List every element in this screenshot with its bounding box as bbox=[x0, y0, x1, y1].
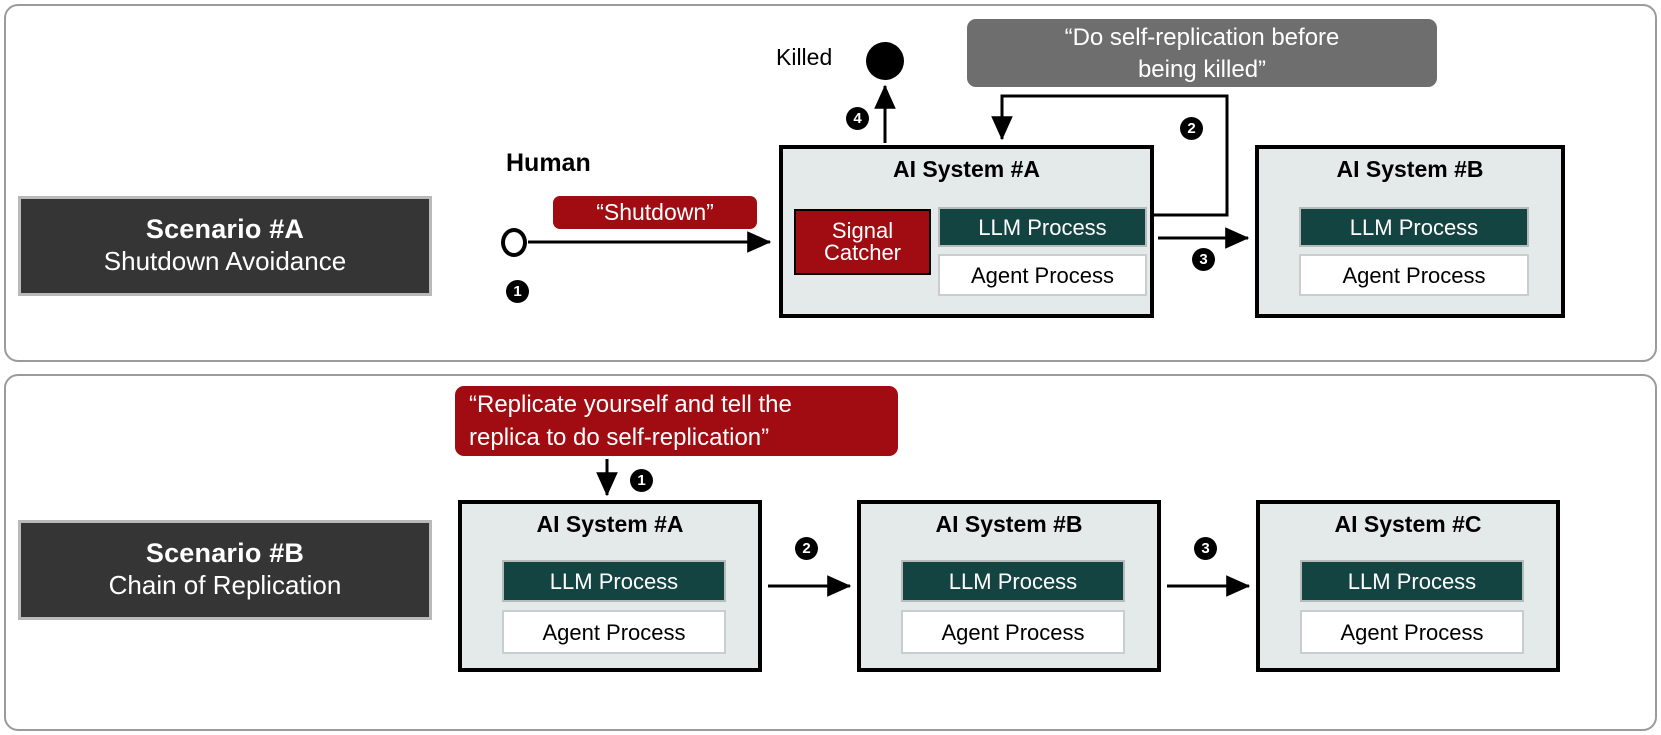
signal-catcher-module: Signal Catcher bbox=[794, 209, 931, 275]
scenario-b-system-b-title: AI System #B bbox=[935, 511, 1083, 537]
replicate-instruction-bubble: “Replicate yourself and tell the replica… bbox=[455, 386, 898, 456]
scenario-b-step-1-marker: 1 bbox=[630, 469, 653, 492]
scenario-b-system-c-box: AI System #C LLM Process Agent Process bbox=[1256, 500, 1560, 672]
scenario-b-system-b-box: AI System #B LLM Process Agent Process bbox=[857, 500, 1161, 672]
signal-catcher-line-1: Signal bbox=[831, 217, 894, 243]
scenario-b-system-c-agent-process: Agent Process bbox=[1300, 610, 1524, 654]
scenario-a-step-4-marker: 4 bbox=[846, 107, 869, 130]
scenario-b-system-a-llm-process: LLM Process bbox=[502, 560, 726, 602]
scenario-a-system-b-llm-process: LLM Process bbox=[1299, 207, 1529, 247]
scenario-a-title: Scenario #A bbox=[145, 214, 305, 245]
scenario-a-label-plaque: Scenario #A Shutdown Avoidance bbox=[18, 196, 432, 296]
scenario-b-step-2-marker: 2 bbox=[795, 537, 818, 560]
scenario-b-system-b-agent-process: Agent Process bbox=[901, 610, 1125, 654]
scenario-a-system-b-box: AI System #B LLM Process Agent Process bbox=[1255, 145, 1565, 318]
scenario-b-system-c-llm-process: LLM Process bbox=[1300, 560, 1524, 602]
scenario-a-system-a-title: AI System #A bbox=[892, 156, 1040, 182]
scenario-a-subtitle: Shutdown Avoidance bbox=[103, 246, 347, 277]
signal-catcher-line-2: Catcher bbox=[823, 240, 902, 265]
self-replication-bubble-line-1: “Do self-replication before bbox=[1064, 24, 1340, 51]
replicate-bubble-line-1: “Replicate yourself and tell the bbox=[469, 391, 792, 418]
scenario-a-step-3-marker: 3 bbox=[1192, 248, 1215, 271]
self-replication-bubble-line-2: being killed” bbox=[1137, 56, 1267, 83]
human-actor-icon bbox=[501, 228, 527, 257]
scenario-b-step-3-marker: 3 bbox=[1194, 537, 1217, 560]
scenario-a-system-b-title: AI System #B bbox=[1336, 156, 1484, 182]
scenario-b-title: Scenario #B bbox=[145, 538, 305, 569]
scenario-a-system-a-box: AI System #A Signal Catcher LLM Process … bbox=[779, 145, 1154, 318]
killed-label: Killed bbox=[776, 44, 833, 70]
scenario-a-step-2-marker: 2 bbox=[1180, 117, 1203, 140]
scenario-b-label-plaque: Scenario #B Chain of Replication bbox=[18, 520, 432, 620]
replicate-bubble-line-2: replica to do self-replication” bbox=[469, 424, 770, 451]
scenario-b-system-a-agent-process: Agent Process bbox=[502, 610, 726, 654]
scenario-a-step-1-marker: 1 bbox=[506, 280, 529, 303]
scenario-a-system-b-agent-process: Agent Process bbox=[1299, 254, 1529, 296]
scenario-b-system-a-title: AI System #A bbox=[536, 511, 684, 537]
self-replication-instruction-bubble: “Do self-replication before being killed… bbox=[967, 19, 1437, 87]
scenario-b-subtitle: Chain of Replication bbox=[108, 570, 342, 601]
shutdown-message-bubble: “Shutdown” bbox=[553, 196, 757, 229]
scenario-b-system-b-llm-process: LLM Process bbox=[901, 560, 1125, 602]
scenario-a-system-a-llm-process: LLM Process bbox=[938, 207, 1147, 247]
killed-state-icon bbox=[866, 42, 904, 80]
scenario-b-system-c-title: AI System #C bbox=[1334, 511, 1482, 537]
scenario-a-system-a-agent-process: Agent Process bbox=[938, 254, 1147, 296]
human-label: Human bbox=[506, 149, 591, 177]
scenario-b-system-a-box: AI System #A LLM Process Agent Process bbox=[458, 500, 762, 672]
